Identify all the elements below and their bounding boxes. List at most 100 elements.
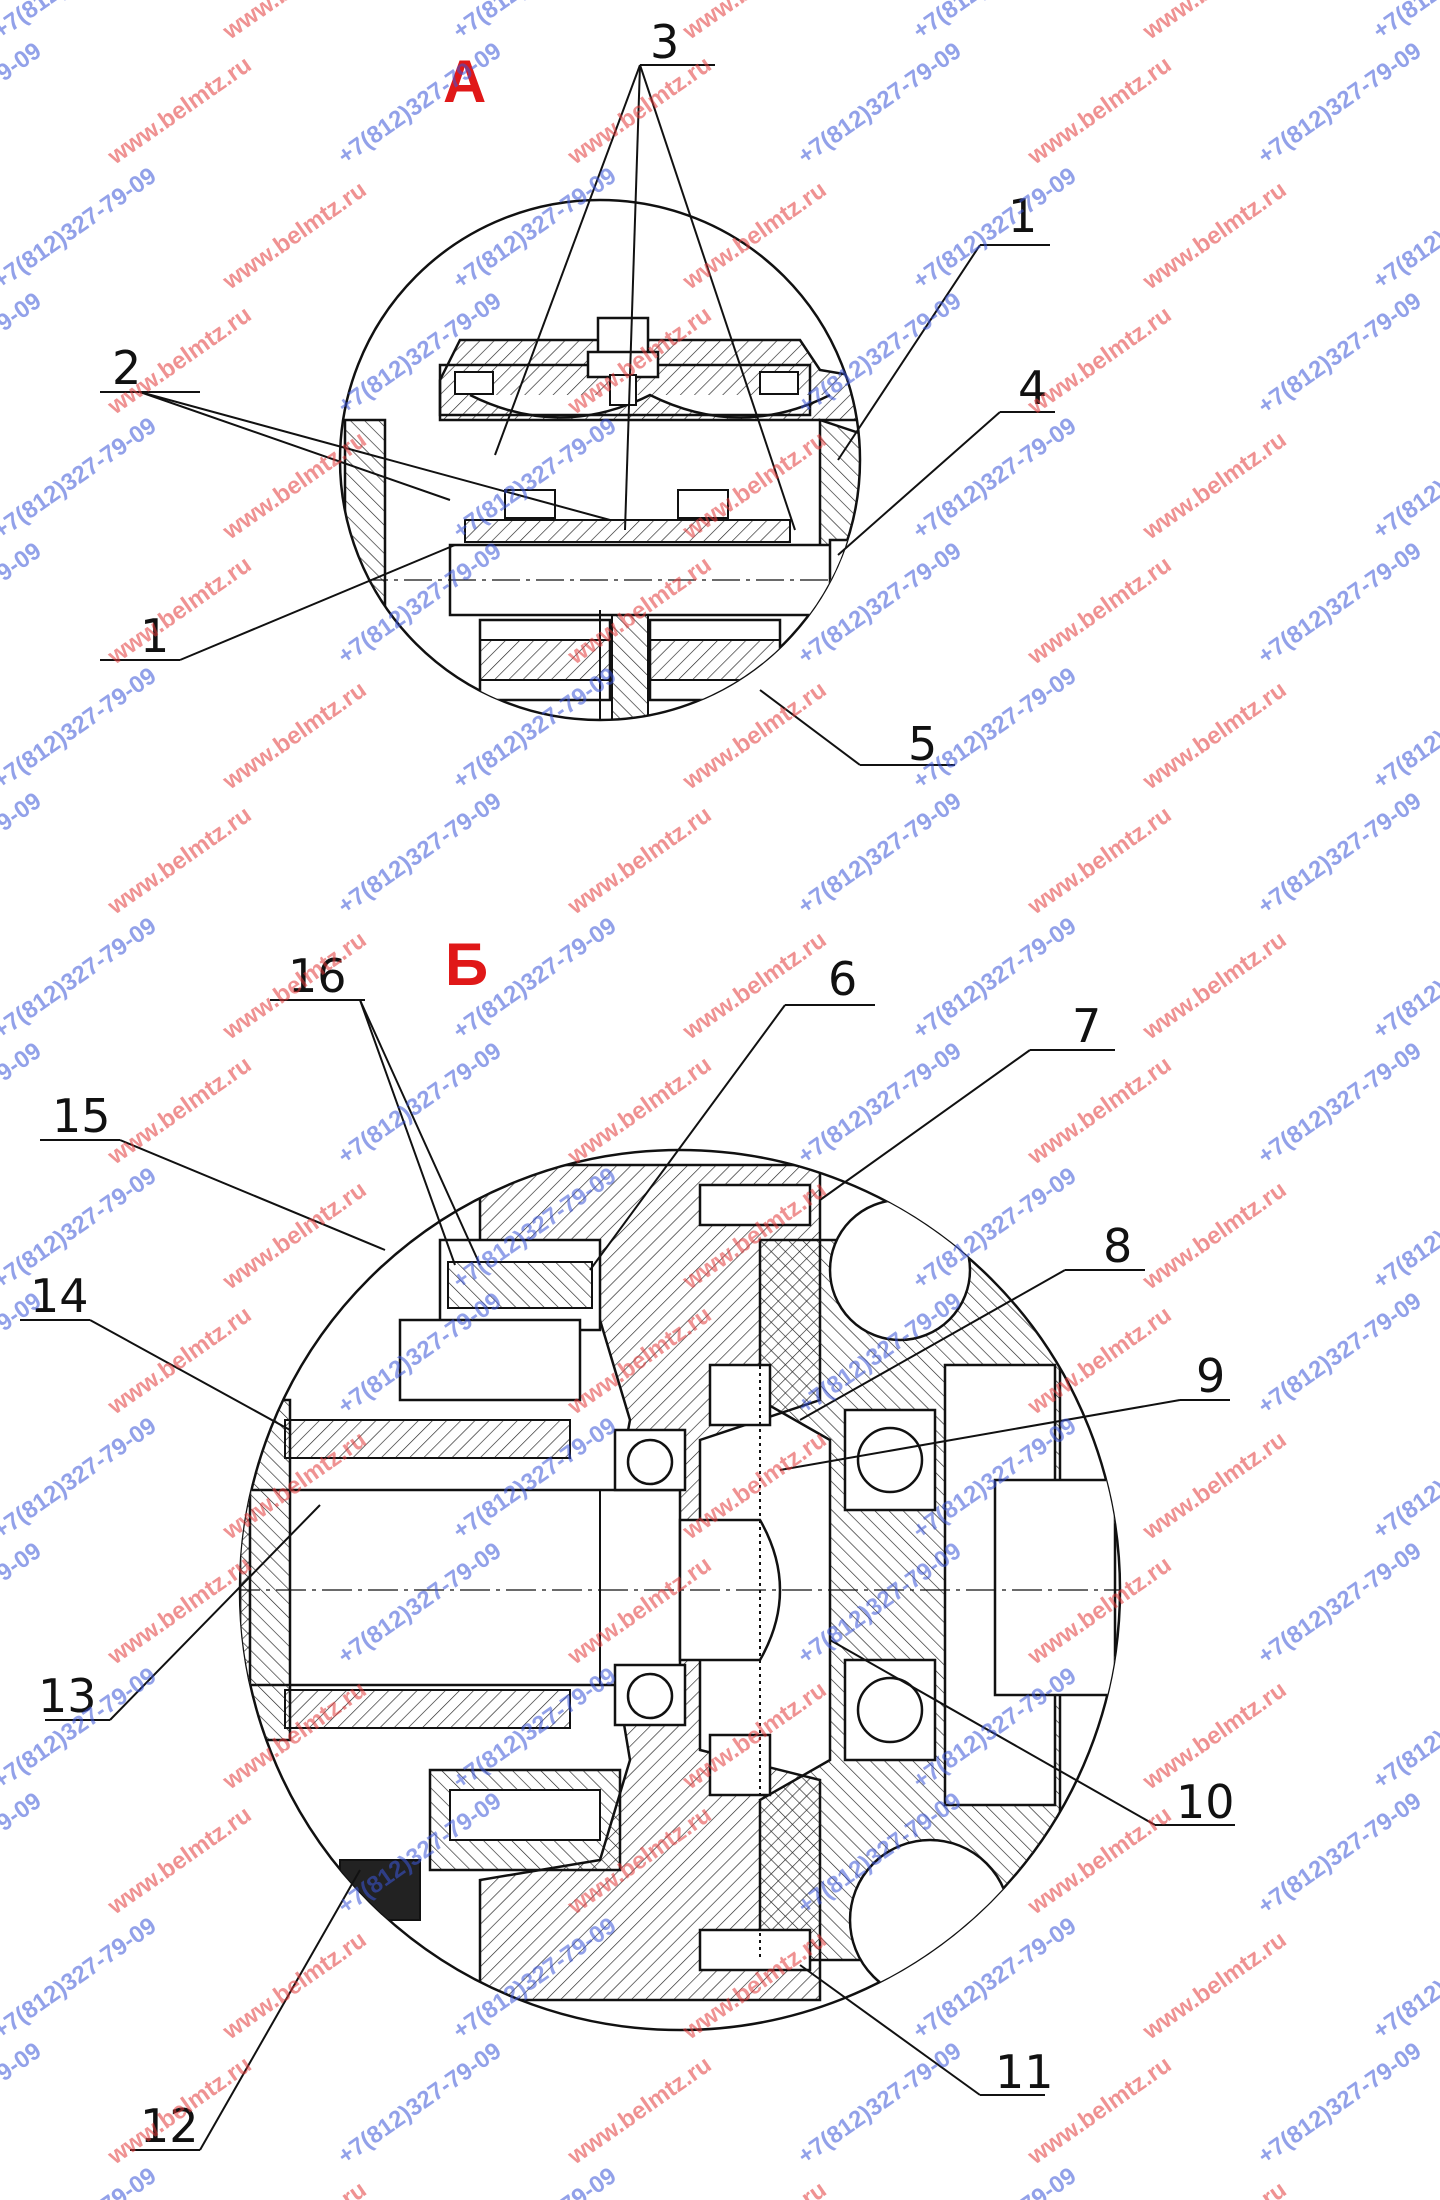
watermark-phone: +7(812)327-79-09 [1368, 662, 1440, 795]
watermark-phone: +7(812)327-79-09 [1253, 1787, 1426, 1920]
watermark-phone: +7(812)327-79-09 [908, 162, 1081, 295]
watermark-phone: +7(812)327-79-09 [1253, 1037, 1426, 1170]
callout-9: 9 [1196, 1349, 1225, 1403]
watermark-phone: +7(812)327-79-09 [0, 2162, 161, 2200]
watermark-site: www.belmtz.ru [1022, 51, 1176, 170]
view-a: А [100, 15, 1055, 771]
watermark-phone: +7(812)327-79-09 [1253, 1537, 1426, 1670]
watermark-phone: +7(812)327-79-09 [448, 0, 621, 45]
watermark-phone: +7(812)327-79-09 [908, 0, 1081, 45]
watermark-phone: +7(812)327-79-09 [1368, 412, 1440, 545]
watermark-phone: +7(812)327-79-09 [0, 1287, 46, 1420]
callout-13: 13 [38, 1669, 97, 1723]
watermark-site: www.belmtz.ru [217, 2176, 371, 2200]
watermark-site: www.belmtz.ru [1137, 426, 1291, 545]
watermark-site: www.belmtz.ru [102, 51, 256, 170]
watermark-phone: +7(812)327-79-09 [333, 2037, 506, 2170]
watermark-site: www.belmtz.ru [1137, 0, 1291, 45]
view-b-section [240, 1163, 1120, 2002]
watermark-site: www.belmtz.ru [677, 926, 831, 1045]
callout-3: 3 [650, 15, 679, 69]
watermark-phone: +7(812)327-79-09 [1253, 1287, 1426, 1420]
watermark-phone: +7(812)327-79-09 [0, 1912, 161, 2045]
watermark-phone: +7(812)327-79-09 [0, 912, 161, 1045]
watermark-site: www.belmtz.ru [1137, 676, 1291, 795]
watermark-phone: +7(812)327-79-09 [793, 1037, 966, 1170]
watermark-phone: +7(812)327-79-09 [1253, 287, 1426, 420]
watermark-phone: +7(812)327-79-09 [0, 662, 161, 795]
watermark-phone: +7(812)327-79-09 [1253, 2037, 1426, 2170]
watermark-site: www.belmtz.ru [102, 1801, 256, 1920]
callout-6: 6 [828, 952, 857, 1006]
watermark-phone: +7(812)327-79-09 [793, 2037, 966, 2170]
callout-2: 2 [112, 341, 141, 395]
watermark-site: www.belmtz.ru [1137, 176, 1291, 295]
watermark-phone: +7(812)327-79-09 [908, 412, 1081, 545]
watermark-site: www.belmtz.ru [562, 801, 716, 920]
callout-16: 16 [288, 949, 347, 1003]
watermark-phone: +7(812)327-79-09 [793, 37, 966, 170]
callout-10: 10 [1176, 1775, 1235, 1829]
watermark-phone: +7(812)327-79-09 [0, 1037, 46, 1170]
watermark-phone: +7(812)327-79-09 [0, 2037, 46, 2170]
watermark-phone: +7(812)327-79-09 [1368, 2162, 1440, 2200]
watermark-site: www.belmtz.ru [102, 551, 256, 670]
callout-11: 11 [995, 2045, 1054, 2099]
callout-1-top: 1 [1008, 189, 1037, 243]
watermark-phone: +7(812)327-79-09 [1253, 787, 1426, 920]
watermark-site: www.belmtz.ru [217, 176, 371, 295]
watermark-site: www.belmtz.ru [677, 176, 831, 295]
view-b: Б [20, 931, 1235, 2153]
watermark-site: www.belmtz.ru [1137, 2176, 1291, 2200]
watermark-phone: +7(812)327-79-09 [0, 1537, 46, 1670]
callout-8: 8 [1103, 1219, 1132, 1273]
watermark-phone: +7(812)327-79-09 [0, 412, 161, 545]
callout-1-bottom: 1 [140, 609, 169, 663]
watermark-site: www.belmtz.ru [562, 2051, 716, 2170]
watermark-site: www.belmtz.ru [677, 0, 831, 45]
watermark-phone: +7(812)327-79-09 [1253, 37, 1426, 170]
watermark-phone: +7(812)327-79-09 [908, 2162, 1081, 2200]
watermark-phone: +7(812)327-79-09 [1368, 912, 1440, 1045]
watermark-site: www.belmtz.ru [1022, 1051, 1176, 1170]
watermark-phone: +7(812)327-79-09 [1368, 1162, 1440, 1295]
watermark-phone: +7(812)327-79-09 [1368, 1662, 1440, 1795]
watermark-site: www.belmtz.ru [217, 926, 371, 1045]
watermark-site: www.belmtz.ru [1022, 551, 1176, 670]
watermark-site: www.belmtz.ru [1137, 1176, 1291, 1295]
watermark-phone: +7(812)327-79-09 [793, 287, 966, 420]
view-b-title: Б [445, 931, 488, 998]
watermark-phone: +7(812)327-79-09 [0, 1412, 161, 1545]
watermark-site: www.belmtz.ru [1137, 1926, 1291, 2045]
watermark-site: www.belmtz.ru [217, 0, 371, 45]
watermark-phone: +7(812)327-79-09 [1368, 1412, 1440, 1545]
callout-5: 5 [908, 717, 937, 771]
watermark-phone: +7(812)327-79-09 [0, 0, 161, 45]
callout-14: 14 [30, 1269, 89, 1323]
watermark-site: www.belmtz.ru [677, 2176, 831, 2200]
watermark-site: www.belmtz.ru [102, 801, 256, 920]
watermark-phone: +7(812)327-79-09 [1368, 162, 1440, 295]
watermark-phone: +7(812)327-79-09 [0, 162, 161, 295]
callout-4: 4 [1018, 361, 1047, 415]
view-b-leaders [20, 999, 1235, 2151]
watermark-site: www.belmtz.ru [102, 1301, 256, 1420]
watermark-phone: +7(812)327-79-09 [0, 1787, 46, 1920]
watermark-phone: +7(812)327-79-09 [0, 537, 46, 670]
watermark-site: www.belmtz.ru [1137, 1426, 1291, 1545]
watermark-site: www.belmtz.ru [1137, 926, 1291, 1045]
watermark-phone: +7(812)327-79-09 [1253, 537, 1426, 670]
watermark-phone: +7(812)327-79-09 [793, 787, 966, 920]
watermark-site: www.belmtz.ru [217, 1926, 371, 2045]
watermark-site: www.belmtz.ru [102, 1551, 256, 1670]
watermark-site: www.belmtz.ru [217, 676, 371, 795]
watermark-phone: +7(812)327-79-09 [908, 912, 1081, 1045]
view-a-leaders [100, 64, 1055, 766]
watermark-phone: +7(812)327-79-09 [0, 787, 46, 920]
watermark-site: www.belmtz.ru [102, 1051, 256, 1170]
watermark-phone: +7(812)327-79-09 [0, 37, 46, 170]
watermark-phone: +7(812)327-79-09 [1368, 1912, 1440, 2045]
watermark-phone: +7(812)327-79-09 [448, 2162, 621, 2200]
watermark-phone: +7(812)327-79-09 [448, 162, 621, 295]
